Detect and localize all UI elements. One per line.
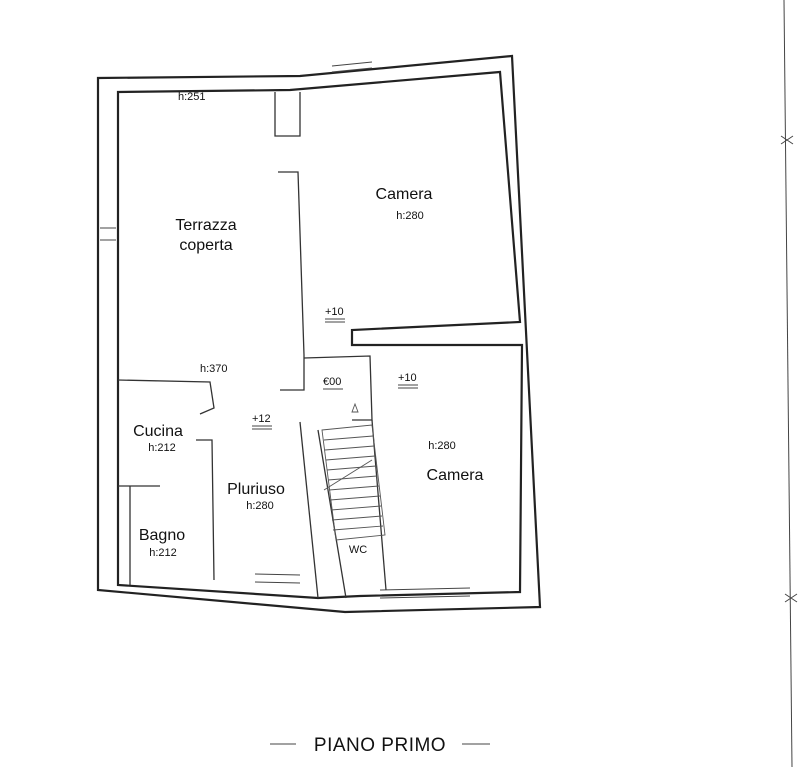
level-camera-bottom: +10 <box>398 372 417 384</box>
room-camera-top-height: h:280 <box>396 210 424 222</box>
level-landing: €00 <box>323 376 341 388</box>
border-tick-2 <box>784 593 798 603</box>
room-wc-label: WC <box>349 544 367 556</box>
room-terrazza-height-bottom: h:370 <box>200 363 228 375</box>
wall-stair-left <box>317 429 347 599</box>
plan-title: PIANO PRIMO <box>314 735 446 756</box>
level-pluriuso: +12 <box>252 413 271 425</box>
room-camera-bottom-height: h:280 <box>428 440 456 452</box>
outer-wall <box>96 54 542 614</box>
sheet-border-right <box>783 0 793 767</box>
room-terrazza-label-2: coperta <box>179 237 232 254</box>
level-camera-bottom-mark <box>398 384 418 389</box>
room-bagno-height: h:212 <box>149 547 177 559</box>
wall-bath-top <box>118 485 160 585</box>
room-camera-bottom-label: Camera <box>427 467 484 484</box>
level-corridor-mark <box>325 318 345 323</box>
room-pluriuso-label: Pluriuso <box>227 481 285 498</box>
level-corridor: +10 <box>325 306 344 318</box>
wall-pillar <box>274 92 301 137</box>
room-pluriuso-height: h:280 <box>246 500 274 512</box>
room-terrazza-label-1: Terrazza <box>175 217 236 234</box>
window-left <box>100 227 116 241</box>
wall-kitchen-top <box>117 379 215 415</box>
wall-central-column <box>278 171 305 391</box>
room-terrazza-height-top: h:251 <box>178 91 206 103</box>
border-tick-1 <box>780 135 794 145</box>
room-camera-top-label: Camera <box>376 186 433 203</box>
window-bottom-right <box>379 587 471 599</box>
level-pluriuso-mark <box>252 425 272 430</box>
room-cucina-label: Cucina <box>133 423 183 440</box>
wall-pluriuso-right <box>299 421 319 599</box>
room-bagno-label: Bagno <box>139 527 185 544</box>
staircase <box>321 402 386 541</box>
window-top <box>331 61 373 73</box>
wall-camera-divider <box>303 355 373 421</box>
window-bottom-left <box>254 573 301 584</box>
wall-kitchen-right <box>196 439 215 581</box>
room-cucina-height: h:212 <box>148 442 176 454</box>
